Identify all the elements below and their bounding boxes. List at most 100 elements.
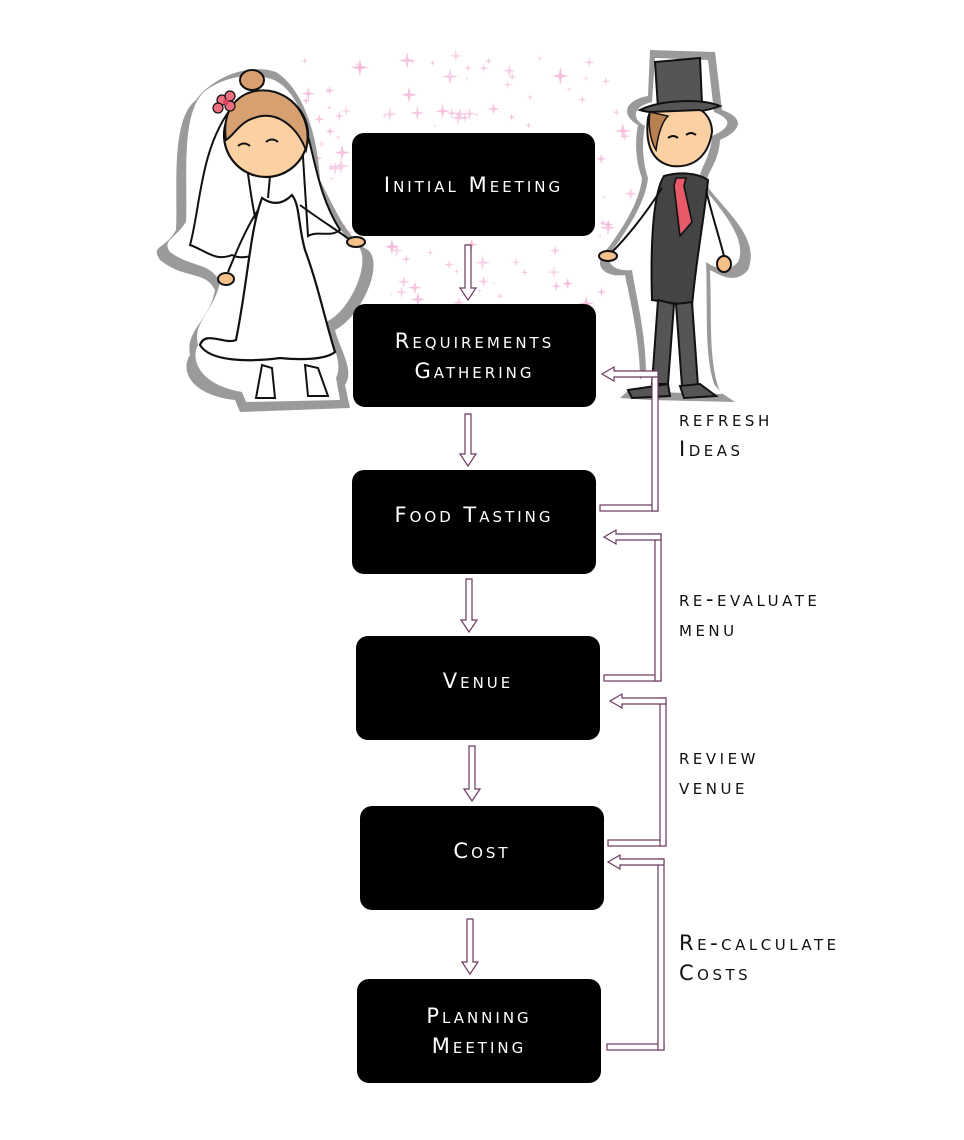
sparkle-icon	[583, 56, 596, 68]
down-arrow-icon	[462, 745, 482, 803]
sparkle-icon	[354, 61, 360, 67]
sparkle-icon	[561, 277, 574, 290]
sparkle-icon	[601, 76, 611, 87]
sparkle-icon	[397, 275, 411, 289]
sparkle-icon	[301, 86, 316, 101]
sparkle-icon	[407, 280, 422, 295]
sparkle-icon	[445, 107, 458, 119]
sparkle-icon	[452, 296, 466, 310]
sparkle-icon	[614, 122, 631, 140]
sparkle-icon	[464, 64, 472, 72]
sparkle-icon	[551, 280, 562, 292]
sparkle-icon	[619, 131, 630, 142]
flower-icon	[212, 90, 236, 114]
sparkle-icon	[612, 108, 621, 117]
feedback-label-refresh-ideas: refresh Ideas	[679, 404, 773, 464]
feedback-label-line-1: re-evaluate	[679, 587, 821, 611]
sparkle-icon	[549, 245, 561, 257]
sparkle-icon	[525, 122, 532, 129]
sparkle-icon	[324, 126, 336, 137]
sparkle-icon	[301, 57, 309, 65]
loop-connector	[606, 1043, 665, 1051]
sparkle-icon	[335, 134, 342, 140]
loop-connector	[607, 839, 667, 847]
sparkle-icon	[382, 106, 397, 122]
sparkle-icon	[536, 55, 543, 62]
sparkle-icon	[601, 194, 607, 200]
sparkle-icon	[477, 275, 490, 288]
sparkle-icon	[444, 259, 455, 270]
sparkle-icon	[508, 113, 516, 121]
feedback-label-line-2: menu	[679, 617, 738, 641]
sparkle-icon	[596, 287, 607, 297]
feedback-label-line-2: Ideas	[679, 437, 744, 461]
sparkle-icon	[453, 268, 460, 275]
sparkle-icon	[510, 257, 522, 268]
sparkle-icon	[409, 59, 415, 65]
feedback-arrow-icon	[608, 692, 667, 710]
groom-illustration	[598, 50, 751, 402]
sparkle-icon	[388, 292, 393, 297]
feedback-arrow-icon	[600, 365, 659, 383]
sparkle-icon	[595, 153, 607, 165]
sparkle-icon	[383, 238, 400, 255]
sparkle-icon	[565, 86, 572, 93]
sparkle-icon	[450, 110, 466, 126]
sparkle-icon	[577, 95, 587, 105]
step-label-line-2: Gathering	[414, 358, 535, 383]
loop-connector	[659, 697, 667, 847]
down-arrow-icon	[458, 244, 478, 302]
feedback-arrow-icon	[602, 528, 662, 546]
step-label: Cost	[453, 839, 511, 863]
step-label-line-1: Requirements	[394, 328, 555, 353]
sparkle-icon	[487, 102, 500, 115]
sparkle-icon	[395, 286, 408, 299]
sparkle-icon	[491, 281, 496, 286]
feedback-label-line-2: Costs	[679, 961, 752, 985]
sparkle-icon	[484, 56, 493, 66]
sparkle-icon	[465, 76, 470, 81]
sparkle-icon	[351, 58, 369, 77]
sparkle-icon	[327, 161, 343, 176]
sparkle-icon	[381, 113, 387, 119]
loop-connector	[599, 504, 659, 512]
feedback-label-line-1: review	[679, 745, 759, 769]
sparkle-icon	[478, 62, 489, 74]
feedback-label-re-evaluate-menu: re-evaluate menu	[679, 584, 820, 644]
sparkle-icon	[624, 187, 638, 201]
sparkle-icon	[547, 265, 561, 279]
sparkle-icon	[502, 64, 516, 78]
sparkle-icon	[341, 105, 352, 117]
sparkle-icon	[400, 254, 412, 265]
sparkle-icon	[476, 288, 483, 294]
sparkle-icon	[526, 93, 534, 101]
sparkle-icon	[427, 249, 434, 256]
feedback-arrow-icon	[606, 853, 665, 871]
sparkle-icon	[474, 112, 479, 117]
sparkle-icon	[400, 86, 418, 104]
step-label: Food Tasting	[394, 503, 554, 527]
sparkle-icon	[410, 105, 425, 121]
sparkle-icon	[599, 219, 617, 236]
step-label: Initial Meeting	[383, 172, 564, 197]
sparkle-icon	[329, 176, 334, 181]
sparkle-icon	[460, 112, 470, 123]
step-label: Venue	[442, 669, 514, 693]
feedback-label-re-calculate-costs: Re-calculate Costs	[679, 928, 840, 988]
step-label-line-2: Meeting	[431, 1034, 527, 1058]
sparkle-icon	[453, 107, 467, 121]
feedback-label-review-venue: review venue	[679, 742, 759, 802]
loop-connector	[654, 533, 662, 682]
down-arrow-icon	[458, 413, 478, 468]
sparkle-icon	[318, 140, 326, 148]
step-planning-meeting: Planning Meeting	[357, 979, 601, 1083]
loop-connector	[651, 370, 659, 512]
sparkle-icon	[507, 71, 517, 82]
sparkle-icon	[334, 144, 350, 161]
step-food-tasting: Food Tasting	[352, 470, 596, 574]
sparkle-icon	[410, 291, 426, 308]
step-initial-meeting: Initial Meeting	[352, 133, 595, 236]
sparkle-icon	[496, 292, 504, 301]
